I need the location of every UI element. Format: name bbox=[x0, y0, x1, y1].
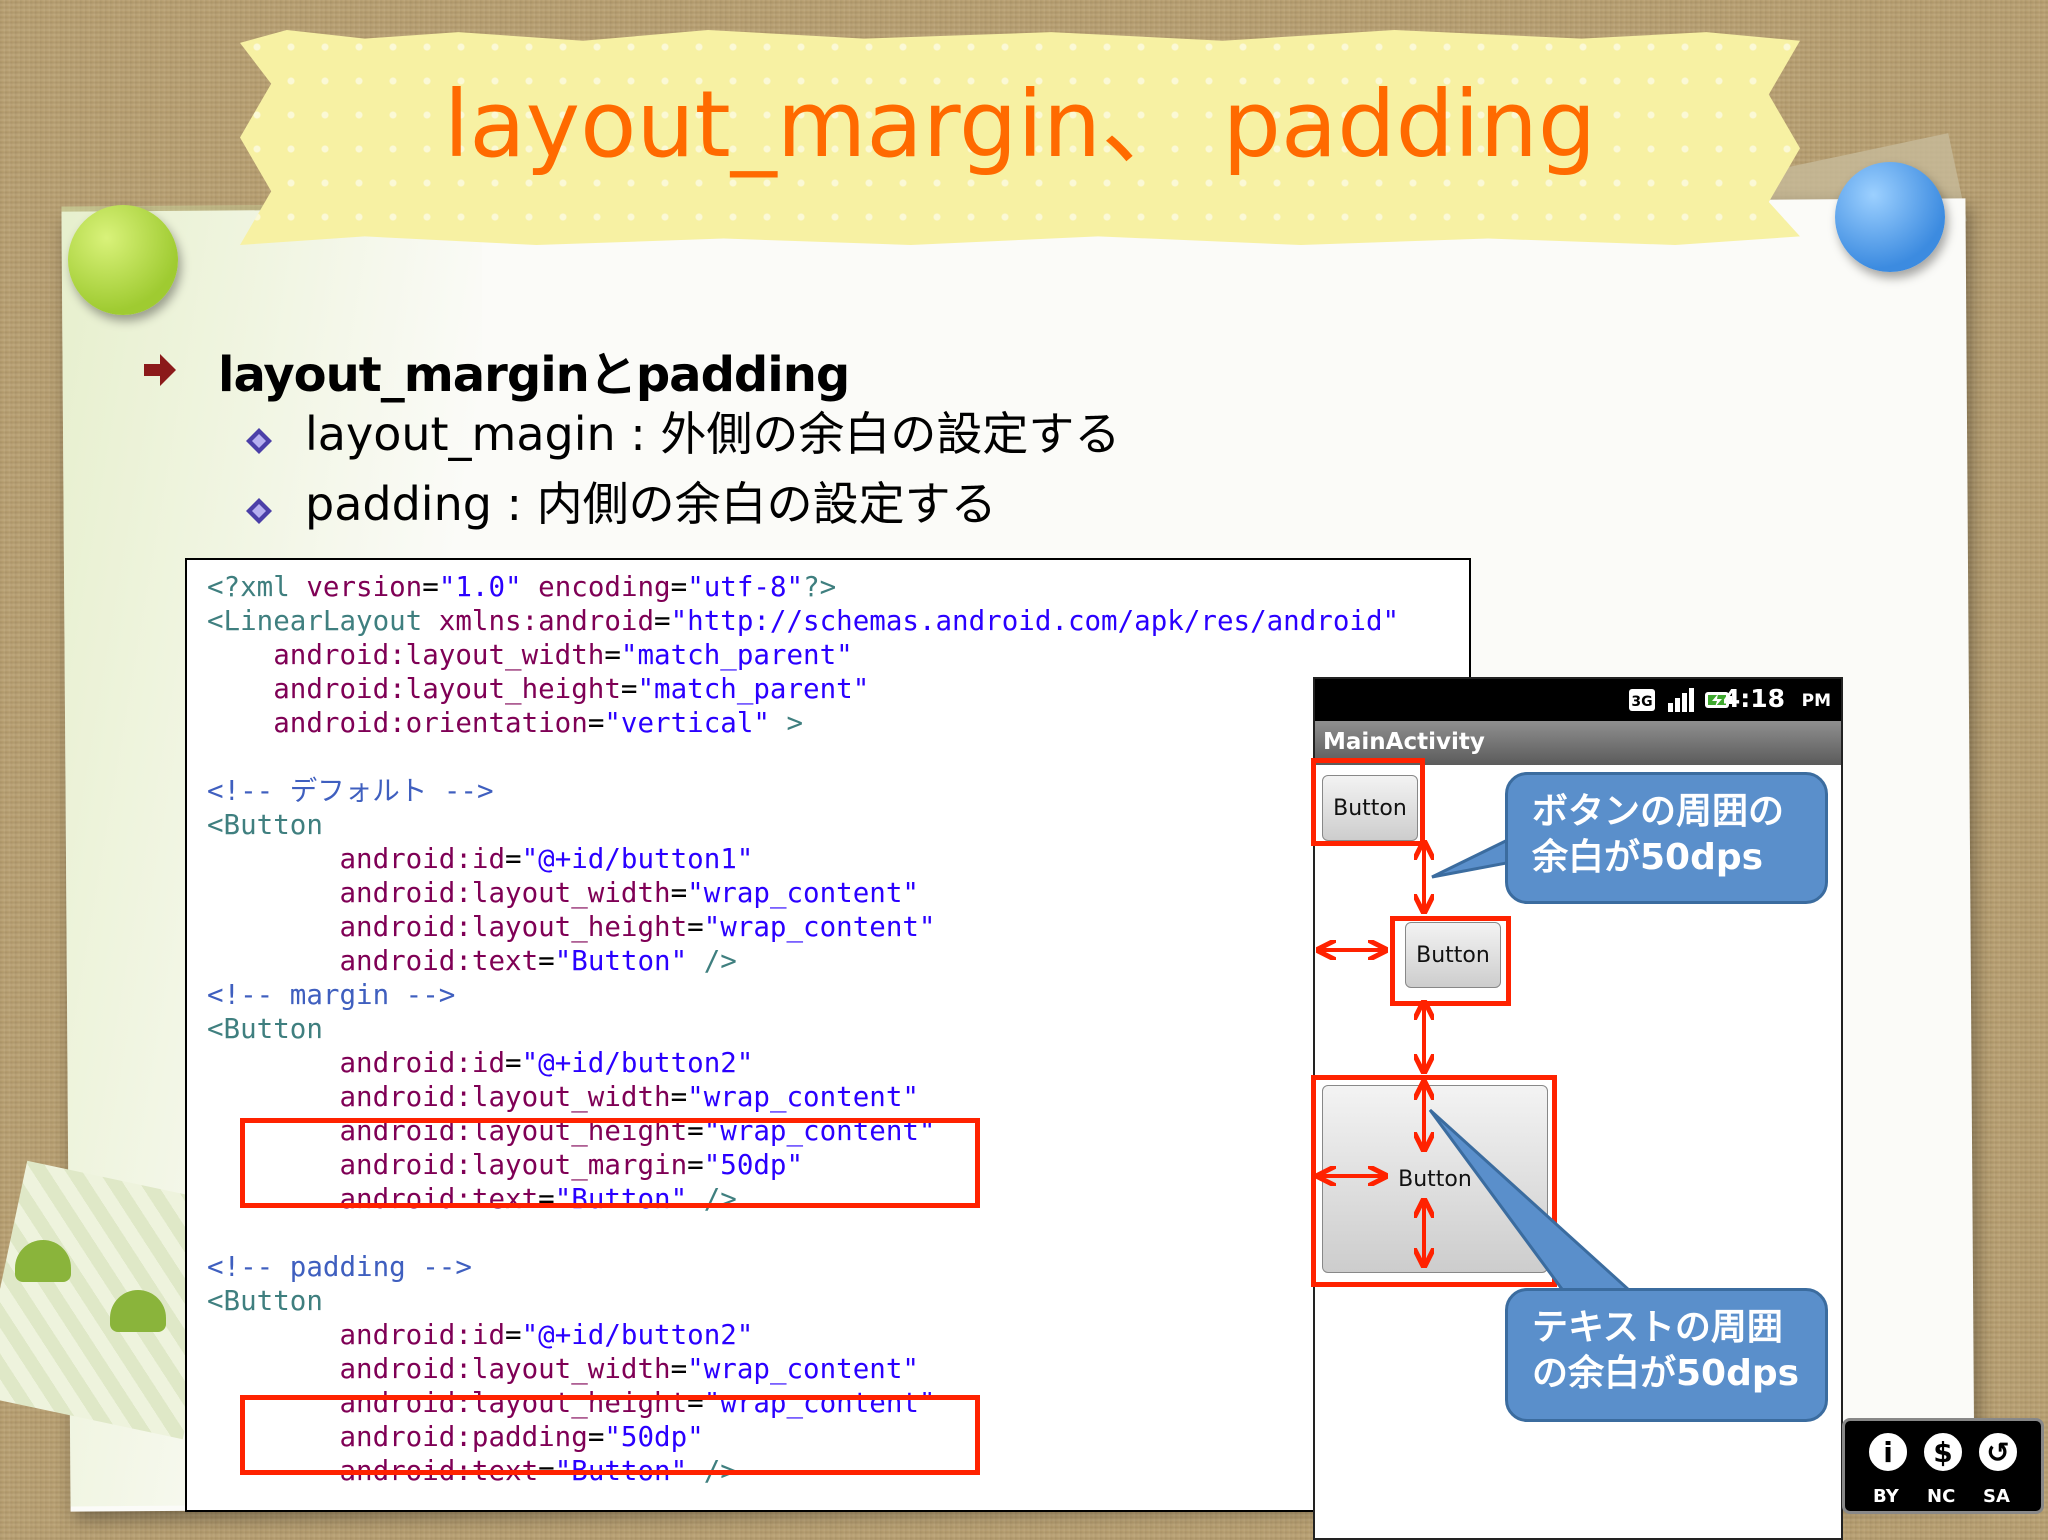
battery-charging-icon bbox=[1705, 692, 1732, 708]
code-listing: <?xml version="1.0" encoding="utf-8"?> <… bbox=[185, 558, 1471, 1512]
title-banner bbox=[240, 30, 1800, 245]
cc-sa-icon: ↺ bbox=[1975, 1429, 2021, 1475]
status-bar: 3G 4:18 PM bbox=[1315, 679, 1841, 721]
android-mascot-icon bbox=[110, 1290, 166, 1332]
diamond-bullet-icon bbox=[246, 428, 272, 454]
app-title-bar: MainActivity bbox=[1315, 721, 1841, 765]
bullet-margin: layout_magin : 外側の余白の設定する bbox=[305, 407, 1121, 461]
blue-pin-icon bbox=[1835, 162, 1945, 272]
signal-icon bbox=[1668, 688, 1694, 712]
padding-callout: テキストの周囲 の余白が50dps bbox=[1505, 1288, 1828, 1422]
app-title: MainActivity bbox=[1323, 729, 1485, 755]
slide-title: layout_margin、 padding bbox=[443, 71, 1597, 178]
bullet-padding: padding : 内側の余白の設定する bbox=[305, 477, 997, 531]
default-button-highlight bbox=[1311, 758, 1425, 846]
diamond-bullet-icon bbox=[246, 498, 272, 524]
cc-by-icon: i bbox=[1865, 1429, 1911, 1475]
arrow-bullet-icon bbox=[144, 354, 176, 386]
margin-button[interactable]: Button bbox=[1405, 922, 1501, 988]
margin-button-highlight bbox=[1390, 916, 1511, 1006]
margin-highlight-box bbox=[240, 1118, 980, 1208]
green-pin-icon bbox=[68, 205, 178, 315]
default-button[interactable]: Button bbox=[1322, 775, 1418, 841]
bullet-main: layout_marginとpadding bbox=[218, 347, 850, 403]
cc-nc-icon: $ bbox=[1920, 1429, 1966, 1475]
clock-ampm: PM bbox=[1801, 691, 1831, 711]
padding-button-highlight bbox=[1311, 1075, 1557, 1287]
cc-license-badge: i $ ↺ BY NC SA bbox=[1842, 1418, 2044, 1514]
padding-highlight-box bbox=[240, 1395, 980, 1475]
clock: 4:18 bbox=[1722, 684, 1785, 713]
margin-callout: ボタンの周囲の 余白が50dps bbox=[1505, 772, 1828, 904]
android-mascot-icon bbox=[15, 1240, 71, 1282]
network-3g-icon: 3G bbox=[1629, 689, 1655, 711]
xml-code: <?xml version="1.0" encoding="utf-8"?> <… bbox=[207, 571, 1400, 1487]
svg-text:3G: 3G bbox=[1631, 694, 1652, 710]
